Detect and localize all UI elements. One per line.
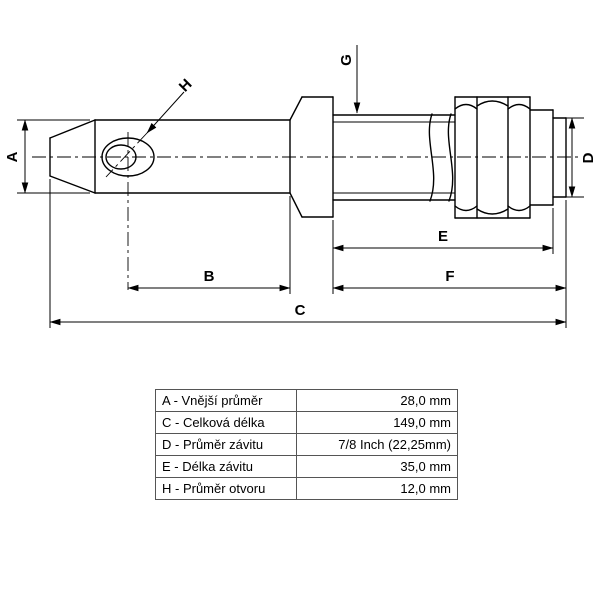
spec-value: 28,0 mm bbox=[296, 389, 458, 412]
end-collar bbox=[529, 109, 567, 206]
spec-row-e: E - Délka závitu 35,0 mm bbox=[155, 455, 458, 478]
dim-label-a: A bbox=[4, 151, 21, 162]
spec-param: C - Celková délka bbox=[155, 411, 297, 434]
spec-value: 7/8 Inch (22,25mm) bbox=[296, 433, 458, 456]
spec-row-c: C - Celková délka 149,0 mm bbox=[155, 411, 458, 434]
thread-break-lines bbox=[428, 113, 454, 202]
pin-hole bbox=[101, 137, 155, 177]
spec-param: D - Průměr závitu bbox=[155, 433, 297, 456]
spec-param: A - Vnější průměr bbox=[155, 389, 297, 412]
leader-h: H bbox=[105, 76, 196, 178]
dimension-f: F bbox=[332, 200, 567, 328]
threaded-section bbox=[332, 114, 456, 201]
hex-nut bbox=[454, 96, 531, 219]
spec-value: 35,0 mm bbox=[296, 455, 458, 478]
dimension-a: A bbox=[4, 119, 90, 194]
spec-value: 149,0 mm bbox=[296, 411, 458, 434]
dim-label-g: G bbox=[338, 54, 355, 66]
dimension-g: G bbox=[338, 45, 361, 114]
dim-label-h: H bbox=[176, 76, 196, 96]
centerline-axis bbox=[32, 132, 580, 290]
dim-label-f: F bbox=[445, 268, 454, 285]
spec-row-a: A - Vnější průměr 28,0 mm bbox=[155, 389, 458, 412]
dim-label-d: D bbox=[580, 152, 597, 163]
dim-label-b: B bbox=[204, 268, 215, 285]
spec-table: A - Vnější průměr 28,0 mm C - Celková dé… bbox=[155, 389, 458, 500]
collar-flange bbox=[289, 96, 334, 218]
dimension-c: C bbox=[49, 179, 567, 328]
dim-label-e: E bbox=[438, 228, 448, 245]
pin-technical-drawing: A H G D E F bbox=[4, 45, 597, 328]
spec-row-h: H - Průměr otvoru 12,0 mm bbox=[155, 477, 458, 500]
spec-param: H - Průměr otvoru bbox=[155, 477, 297, 500]
pin-body-outline bbox=[49, 119, 291, 194]
dimension-d: D bbox=[556, 117, 597, 198]
dimension-b: B bbox=[127, 196, 291, 294]
spec-row-d: D - Průměr závitu 7/8 Inch (22,25mm) bbox=[155, 433, 458, 456]
spec-value: 12,0 mm bbox=[296, 477, 458, 500]
dimension-e: E bbox=[332, 208, 554, 294]
dim-label-c: C bbox=[295, 302, 306, 319]
spec-param: E - Délka závitu bbox=[155, 455, 297, 478]
